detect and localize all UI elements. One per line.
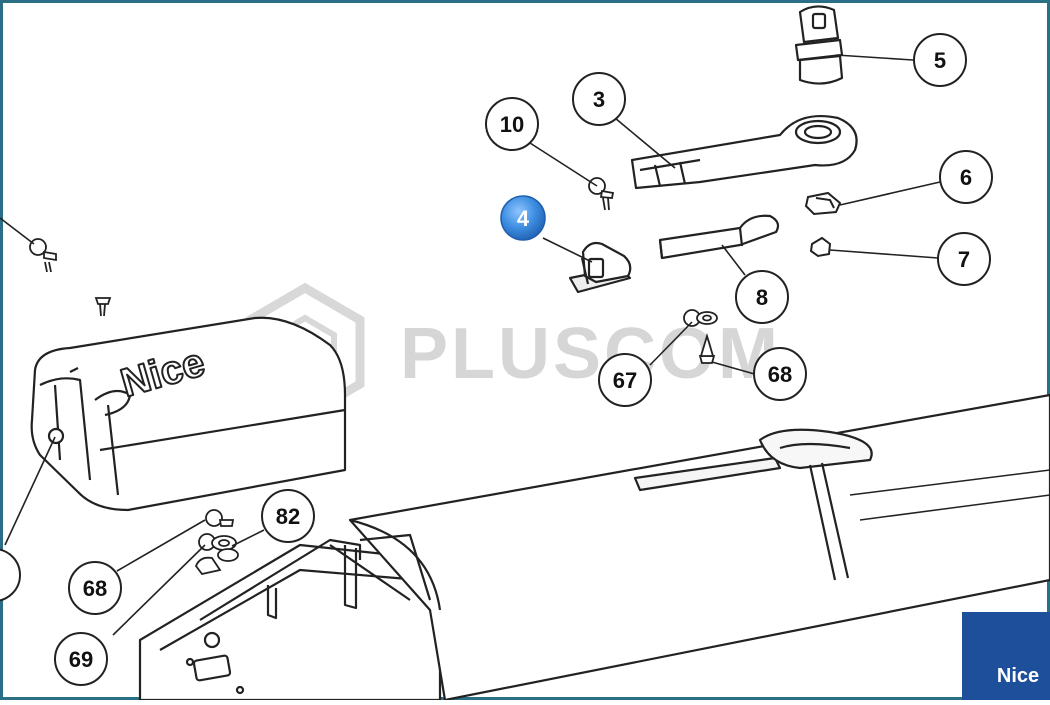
- left-screws: [30, 239, 110, 316]
- callout-c7b: 7: [0, 549, 20, 601]
- callout-number: 4: [517, 206, 530, 231]
- callout-c67: 67: [599, 354, 651, 406]
- callout-number: 6: [960, 165, 972, 190]
- callout-c7: 7: [938, 233, 990, 285]
- callout-c68a: 68: [754, 348, 806, 400]
- part-release-arm: [632, 116, 857, 188]
- callout-c4: 4: [501, 196, 545, 240]
- callout-number: 5: [934, 48, 946, 73]
- callout-number: 67: [613, 368, 637, 393]
- callout-c5: 5: [914, 34, 966, 86]
- part-hardware-68-69-82: [196, 510, 238, 574]
- callout-c3: 3: [573, 73, 625, 125]
- callout-c69: 69: [55, 633, 107, 685]
- callout-number: 82: [276, 504, 300, 529]
- callout-c6: 6: [940, 151, 992, 203]
- callout-number: 8: [756, 285, 768, 310]
- callout-number: 68: [768, 362, 792, 387]
- brand-badge: Nice: [962, 612, 1050, 700]
- callout-number: 10: [500, 112, 524, 137]
- callout-circle: [0, 549, 20, 601]
- part-nut-6: [806, 193, 840, 214]
- callout-number: 3: [593, 87, 605, 112]
- callout-c8: 8: [736, 271, 788, 323]
- callout-c82: 82: [262, 490, 314, 542]
- part-nut-7: [811, 238, 830, 256]
- housing-cover: Nice: [32, 318, 345, 510]
- callout-number: 68: [83, 576, 107, 601]
- part-lever-8: [660, 216, 778, 258]
- watermark-text: PLUSCOM: [400, 314, 781, 394]
- brand-badge-text: Nice: [997, 665, 1039, 687]
- callout-number: 69: [69, 647, 93, 672]
- callout-number: 7: [958, 247, 970, 272]
- callout-c68b: 68: [69, 562, 121, 614]
- callout-c10: 10: [486, 98, 538, 150]
- part-key-cylinder: [796, 6, 842, 83]
- part-bracket-4: [570, 243, 630, 292]
